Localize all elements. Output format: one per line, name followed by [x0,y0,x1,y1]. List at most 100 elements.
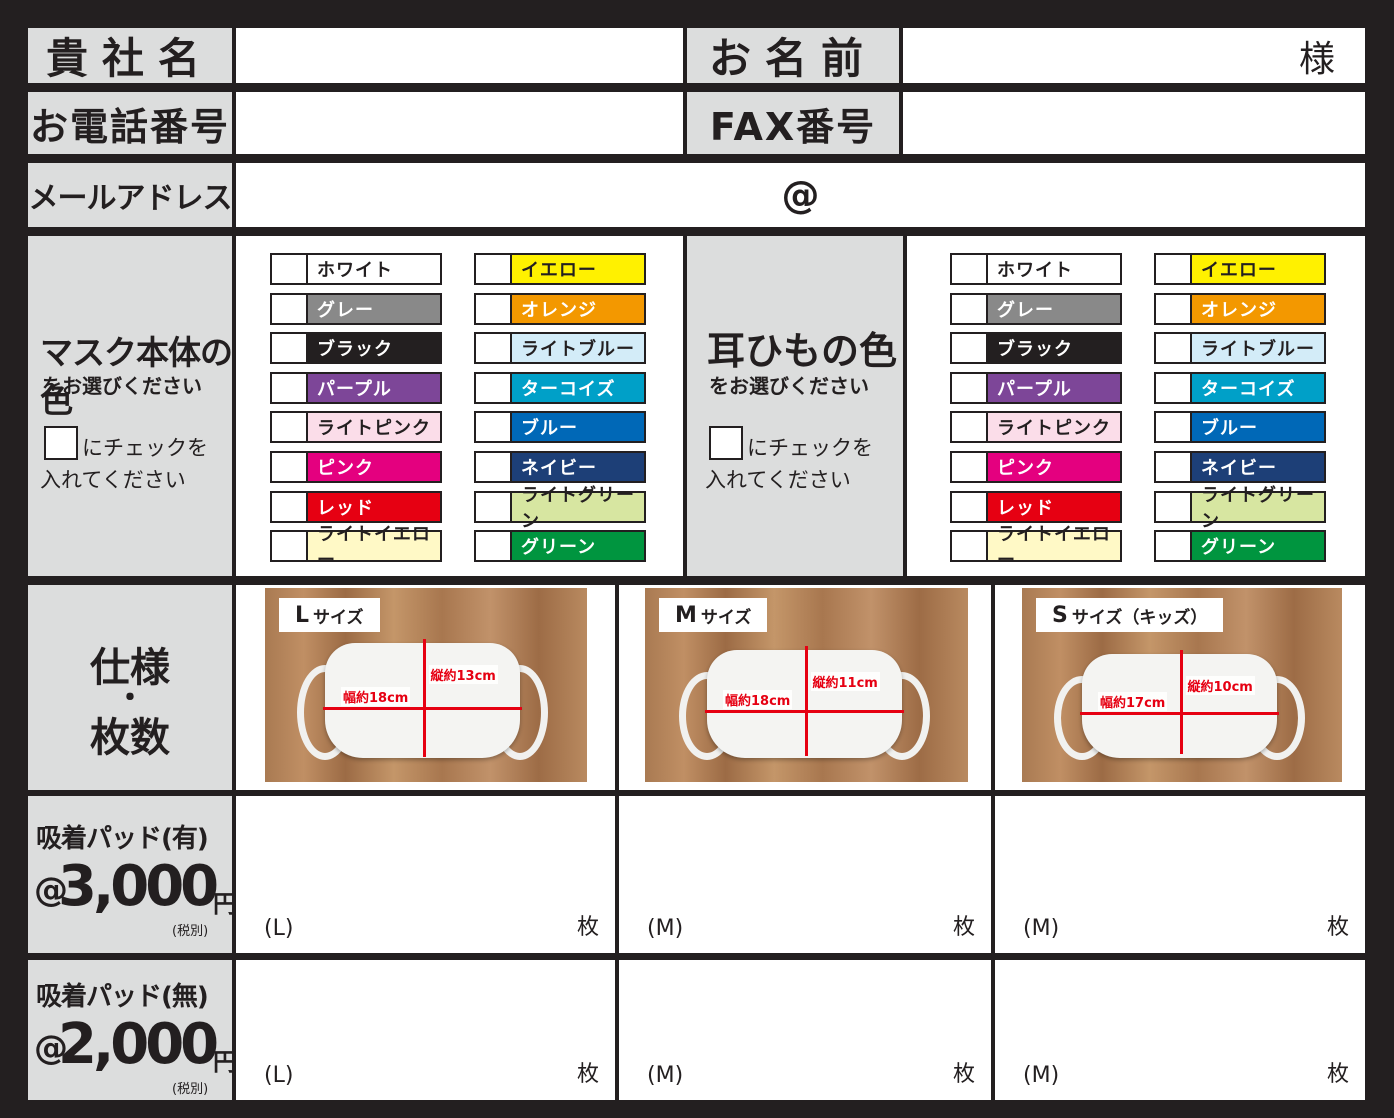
color-option-pink[interactable]: ピンク [270,451,442,483]
color-option-green[interactable]: グリーン [474,530,646,563]
color-option-orange[interactable]: オレンジ [1154,292,1326,325]
color-label: ネイビー [512,453,644,481]
unit-label: 枚 [576,1062,599,1087]
quantity-field[interactable]: (L) 枚 [236,796,615,953]
color-option-blue[interactable]: ブルー [474,411,646,444]
price-label-0: 吸着パッド(有) @ 3,000 円 (税別) [28,796,237,953]
color-label: ライトイエロー [308,524,440,571]
color-option-lyellow[interactable]: ライトイエロー [270,524,442,571]
color-option-gray[interactable]: グレー [950,292,1122,325]
color-checkbox[interactable] [272,294,308,323]
color-option-lpink[interactable]: ライトピンク [270,411,442,444]
color-option-navy[interactable]: ネイビー [474,451,646,483]
quantity-field[interactable]: (M) 枚 [619,960,991,1100]
color-checkbox[interactable] [1156,373,1192,402]
fax-field[interactable] [903,92,1365,154]
color-label: ターコイズ [1192,373,1324,402]
phone-field[interactable] [236,92,683,154]
color-checkbox[interactable] [272,532,308,561]
color-checkbox[interactable] [952,294,988,323]
color-option-lblue[interactable]: ライトブルー [474,332,646,365]
color-checkbox[interactable] [1156,413,1192,442]
color-checkbox[interactable] [1156,334,1192,363]
color-checkbox[interactable] [476,255,512,283]
color-checkbox[interactable] [952,334,988,363]
color-checkbox[interactable] [952,413,988,442]
color-checkbox[interactable] [476,532,512,561]
color-option-black[interactable]: ブラック [270,332,442,365]
color-checkbox[interactable] [1156,294,1192,323]
ear-color-options: ホワイトグレーブラックパープルライトピンクピンクレッドライトイエロー イエローオレ… [907,236,1365,576]
color-option-purple[interactable]: パープル [950,371,1122,404]
color-checkbox[interactable] [476,294,512,323]
color-checkbox[interactable] [476,453,512,481]
price-tax: (税別) [172,1082,209,1097]
color-checkbox[interactable] [1156,492,1192,521]
color-checkbox[interactable] [272,413,308,442]
color-option-turq[interactable]: ターコイズ [1154,371,1326,404]
company-field[interactable] [236,28,683,83]
color-checkbox[interactable] [952,492,988,521]
color-option-lblue[interactable]: ライトブルー [1154,332,1326,365]
color-checkbox[interactable] [476,492,512,521]
body-color-options: ホワイトグレーブラックパープルライトピンクピンクレッドライトイエロー イエローオレ… [236,236,683,576]
color-option-lpink[interactable]: ライトピンク [950,411,1122,444]
color-label: レッド [308,492,440,521]
quantity-field[interactable]: (M) 枚 [995,796,1365,953]
color-label: レッド [988,492,1120,521]
color-option-green[interactable]: グリーン [1154,530,1326,563]
color-option-turq[interactable]: ターコイズ [474,371,646,404]
color-option-orange[interactable]: オレンジ [474,292,646,325]
color-checkbox[interactable] [952,255,988,283]
color-checkbox[interactable] [272,453,308,481]
color-option-w[interactable]: ホワイト [950,253,1122,285]
color-checkbox[interactable] [952,453,988,481]
color-checkbox[interactable] [952,373,988,402]
color-option-red[interactable]: レッド [950,490,1122,523]
quantity-field[interactable]: (L) 枚 [236,960,615,1100]
email-field[interactable]: @ [236,163,1365,227]
color-option-navy[interactable]: ネイビー [1154,451,1326,483]
color-option-red[interactable]: レッド [270,490,442,523]
color-option-purple[interactable]: パープル [270,371,442,404]
color-label: パープル [308,373,440,402]
spec-label-line2: 枚数 [90,715,170,761]
spec-label-line1: 仕様 [90,645,170,691]
name-label: お名前 [687,28,899,83]
color-option-yellow[interactable]: イエロー [1154,253,1326,285]
color-checkbox[interactable] [1156,532,1192,561]
color-label: ライトブルー [512,334,644,363]
color-checkbox[interactable] [272,492,308,521]
color-option-black[interactable]: ブラック [950,332,1122,365]
color-checkbox[interactable] [1156,255,1192,283]
size-label: (M) [647,1063,684,1088]
color-option-w[interactable]: ホワイト [270,253,442,285]
color-checkbox[interactable] [272,334,308,363]
color-checkbox[interactable] [272,373,308,402]
body-color-title: マスク本体の色 [40,333,233,420]
quantity-field[interactable]: (M) 枚 [995,960,1365,1100]
color-option-yellow[interactable]: イエロー [474,253,646,285]
size-letter: M [675,602,697,628]
color-checkbox[interactable] [1156,453,1192,481]
color-option-lgreen[interactable]: ライトグリーン [1154,485,1326,532]
body-color-sub: をお選びください [42,374,202,398]
color-checkbox[interactable] [952,532,988,561]
quantity-field[interactable]: (M) 枚 [619,796,991,953]
color-checkbox[interactable] [272,255,308,283]
name-field[interactable]: 様 [903,28,1365,83]
color-label: イエロー [1192,255,1324,283]
color-checkbox[interactable] [476,413,512,442]
color-label: オレンジ [512,294,644,323]
color-option-lgreen[interactable]: ライトグリーン [474,485,646,532]
color-option-blue[interactable]: ブルー [1154,411,1326,444]
color-label: イエロー [512,255,644,283]
color-option-pink[interactable]: ピンク [950,451,1122,483]
unit-label: 枚 [952,1062,975,1087]
color-option-gray[interactable]: グレー [270,292,442,325]
color-checkbox[interactable] [476,334,512,363]
color-option-lyellow[interactable]: ライトイエロー [950,524,1122,571]
color-checkbox[interactable] [476,373,512,402]
